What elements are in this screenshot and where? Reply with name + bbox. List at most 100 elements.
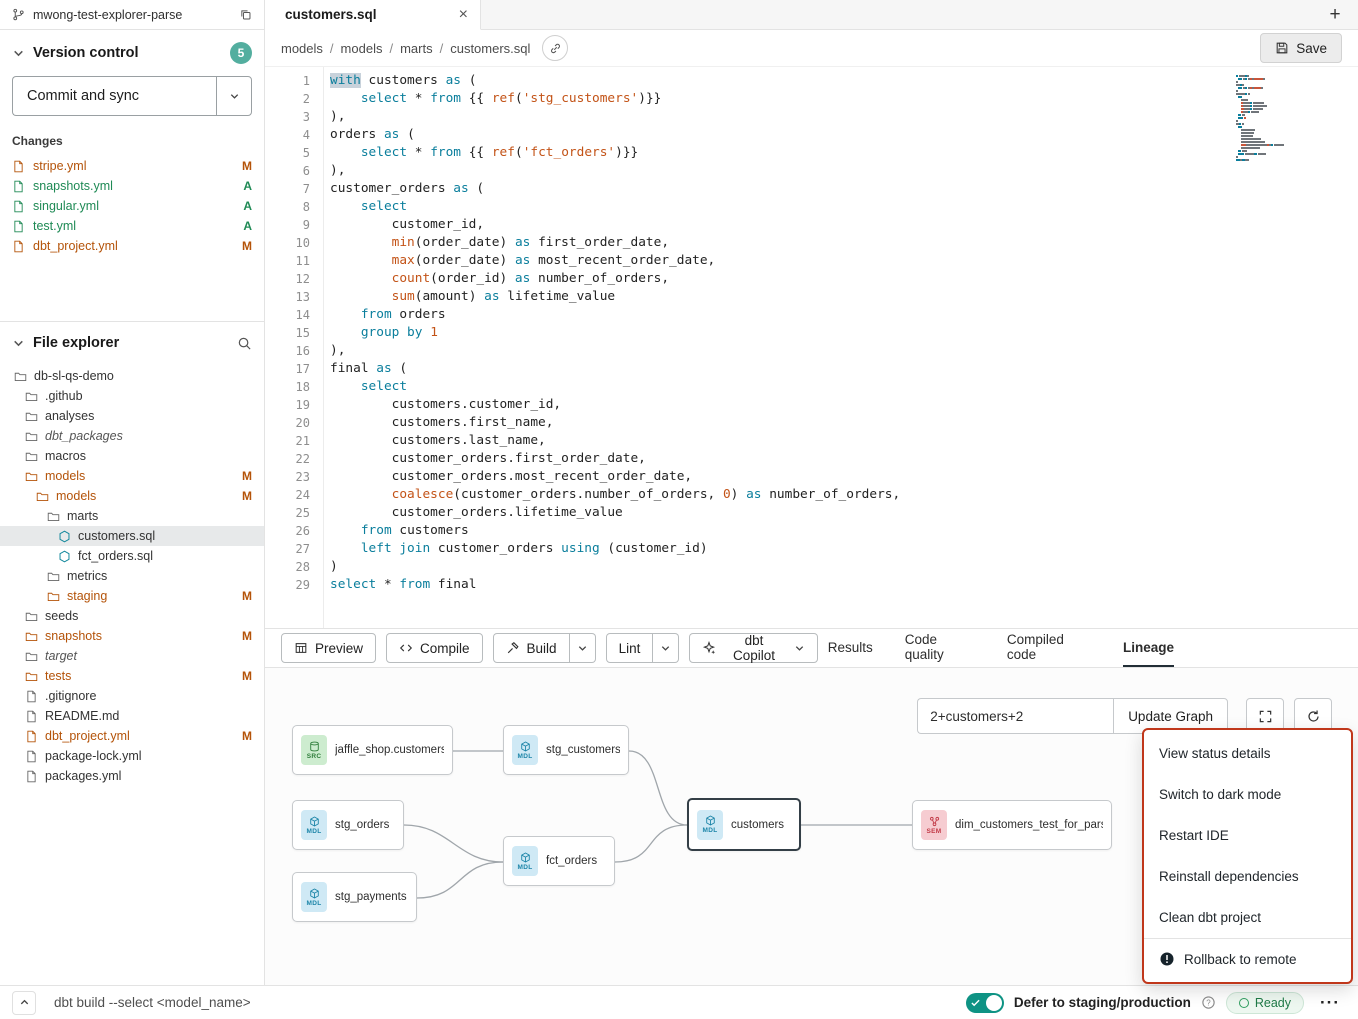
tree-item-seeds[interactable]: seeds — [0, 606, 264, 626]
menu-item-view-status-details[interactable]: View status details — [1144, 733, 1351, 774]
menu-item-rollback-to-remote[interactable]: Rollback to remote — [1144, 938, 1351, 979]
status-badge: M — [242, 239, 252, 253]
folder-icon — [25, 450, 38, 463]
lineage-node-customers[interactable]: MDLcustomers — [687, 798, 801, 851]
tree-item-name: tests — [45, 669, 71, 683]
tab-code-quality[interactable]: Code quality — [905, 629, 975, 667]
lineage-node-stg_customers[interactable]: MDLstg_customers — [503, 725, 629, 775]
changed-file-singular.yml[interactable]: singular.ymlA — [12, 196, 252, 216]
tree-item-target[interactable]: target — [0, 646, 264, 666]
tree-item-dbt_packages[interactable]: dbt_packages — [0, 426, 264, 446]
menu-item-reinstall-dependencies[interactable]: Reinstall dependencies — [1144, 856, 1351, 897]
tree-item-models[interactable]: modelsM — [0, 486, 264, 506]
tab-compiled-code[interactable]: Compiled code — [1007, 629, 1091, 667]
breadcrumb-item[interactable]: models — [341, 41, 383, 56]
save-button[interactable]: Save — [1260, 33, 1342, 63]
tab-lineage[interactable]: Lineage — [1123, 629, 1174, 667]
tree-item-metrics[interactable]: metrics — [0, 566, 264, 586]
code-line: max(order_date) as most_recent_order_dat… — [330, 252, 1358, 270]
tree-item-packages.yml[interactable]: packages.yml — [0, 766, 264, 786]
build-options-button[interactable] — [570, 633, 596, 663]
preview-button[interactable]: Preview — [281, 633, 376, 663]
search-icon[interactable] — [237, 336, 252, 351]
menu-item-restart-ide[interactable]: Restart IDE — [1144, 815, 1351, 856]
tree-item-models[interactable]: modelsM — [0, 466, 264, 486]
tree-item-staging[interactable]: stagingM — [0, 586, 264, 606]
tree-item-tests[interactable]: testsM — [0, 666, 264, 686]
tree-item-analyses[interactable]: analyses — [0, 406, 264, 426]
tree-item-dbt_project.yml[interactable]: dbt_project.ymlM — [0, 726, 264, 746]
lineage-selector-input[interactable] — [917, 698, 1113, 734]
file-explorer-header[interactable]: File explorer — [0, 328, 264, 358]
tree-item-snapshots[interactable]: snapshotsM — [0, 626, 264, 646]
tree-item-db-sl-qs-demo[interactable]: db-sl-qs-demo — [0, 366, 264, 386]
minimap[interactable] — [1236, 75, 1292, 162]
changed-file-name: snapshots.yml — [33, 179, 113, 193]
tree-item-macros[interactable]: macros — [0, 446, 264, 466]
lint-button[interactable]: Lint — [606, 633, 654, 663]
model-icon — [309, 888, 320, 899]
breadcrumb-item[interactable]: customers.sql — [450, 41, 530, 56]
mdl-badge: MDL — [512, 846, 538, 876]
code-line: ) — [330, 558, 1358, 576]
file-link-button[interactable] — [542, 35, 568, 61]
chevron-up-icon[interactable] — [12, 991, 36, 1015]
ellipsis-menu-button[interactable]: ··· — [1314, 993, 1346, 1013]
breadcrumb-item[interactable]: marts — [400, 41, 433, 56]
commit-and-sync-button[interactable]: Commit and sync — [12, 76, 216, 116]
action-bar: Preview Compile Build — [265, 628, 1358, 668]
lineage-node-stg_payments[interactable]: MDLstg_payments — [292, 872, 417, 922]
command-hint[interactable]: dbt build --select <model_name> — [54, 995, 251, 1010]
menu-item-label: Reinstall dependencies — [1159, 869, 1299, 884]
file-tree: db-sl-qs-demo.githubanalysesdbt_packages… — [0, 366, 264, 786]
menu-item-label: Restart IDE — [1159, 828, 1229, 843]
tree-item-README.md[interactable]: README.md — [0, 706, 264, 726]
grid-icon — [294, 641, 308, 655]
tree-item-customers.sql[interactable]: customers.sql — [0, 526, 264, 546]
tree-item-marts[interactable]: marts — [0, 506, 264, 526]
compile-button[interactable]: Compile — [386, 633, 483, 663]
defer-toggle[interactable] — [966, 993, 1004, 1013]
code-line: min(order_date) as first_order_date, — [330, 234, 1358, 252]
copy-icon[interactable] — [239, 8, 252, 21]
tree-item-.gitignore[interactable]: .gitignore — [0, 686, 264, 706]
model-icon — [705, 815, 716, 826]
file-icon — [25, 730, 38, 743]
lineage-node-stg_orders[interactable]: MDLstg_orders — [292, 800, 404, 850]
menu-item-clean-dbt-project[interactable]: Clean dbt project — [1144, 897, 1351, 938]
menu-item-label: Clean dbt project — [1159, 910, 1261, 925]
help-icon[interactable]: ? — [1201, 995, 1216, 1010]
version-control-header[interactable]: Version control 5 — [12, 38, 252, 68]
breadcrumb-item[interactable]: models — [281, 41, 323, 56]
code-line: customer_orders.most_recent_order_date, — [330, 468, 1358, 486]
node-label: customers — [731, 819, 784, 831]
new-tab-button[interactable]: + — [1312, 0, 1358, 29]
close-icon[interactable]: × — [459, 6, 468, 24]
commit-options-button[interactable] — [216, 76, 252, 116]
code-editor[interactable]: 1234567891011121314151617181920212223242… — [265, 66, 1358, 628]
lineage-node-jaffle_shop.customers[interactable]: SRCjaffle_shop.customers — [292, 725, 453, 775]
build-button[interactable]: Build — [493, 633, 570, 663]
tab-results[interactable]: Results — [828, 629, 873, 667]
folder-icon — [25, 430, 38, 443]
code-line: select — [330, 198, 1358, 216]
bottom-panel-tabs: Results Code quality Compiled code Linea… — [828, 629, 1342, 667]
changed-file-stripe.yml[interactable]: stripe.ymlM — [12, 156, 252, 176]
code-line: orders as ( — [330, 126, 1358, 144]
code-line: coalesce(customer_orders.number_of_order… — [330, 486, 1358, 504]
tree-item-package-lock.yml[interactable]: package-lock.yml — [0, 746, 264, 766]
tree-item-fct_orders.sql[interactable]: fct_orders.sql — [0, 546, 264, 566]
tab-customers-sql[interactable]: customers.sql × — [265, 0, 481, 30]
lineage-node-dim_customers_test_for_parse[interactable]: SEMdim_customers_test_for_parse — [912, 800, 1112, 850]
changed-file-test.yml[interactable]: test.ymlA — [12, 216, 252, 236]
changed-file-snapshots.yml[interactable]: snapshots.ymlA — [12, 176, 252, 196]
code-content[interactable]: with customers as ( select * from {{ ref… — [323, 67, 1358, 628]
lint-options-button[interactable] — [653, 633, 679, 663]
tree-item-.github[interactable]: .github — [0, 386, 264, 406]
menu-item-switch-to-dark-mode[interactable]: Switch to dark mode — [1144, 774, 1351, 815]
dbt-copilot-button[interactable]: dbt Copilot — [689, 633, 817, 663]
lineage-node-fct_orders[interactable]: MDLfct_orders — [503, 836, 615, 886]
status-badge: M — [242, 629, 252, 643]
changed-file-name: stripe.yml — [33, 159, 86, 173]
changed-file-dbt_project.yml[interactable]: dbt_project.ymlM — [12, 236, 252, 256]
